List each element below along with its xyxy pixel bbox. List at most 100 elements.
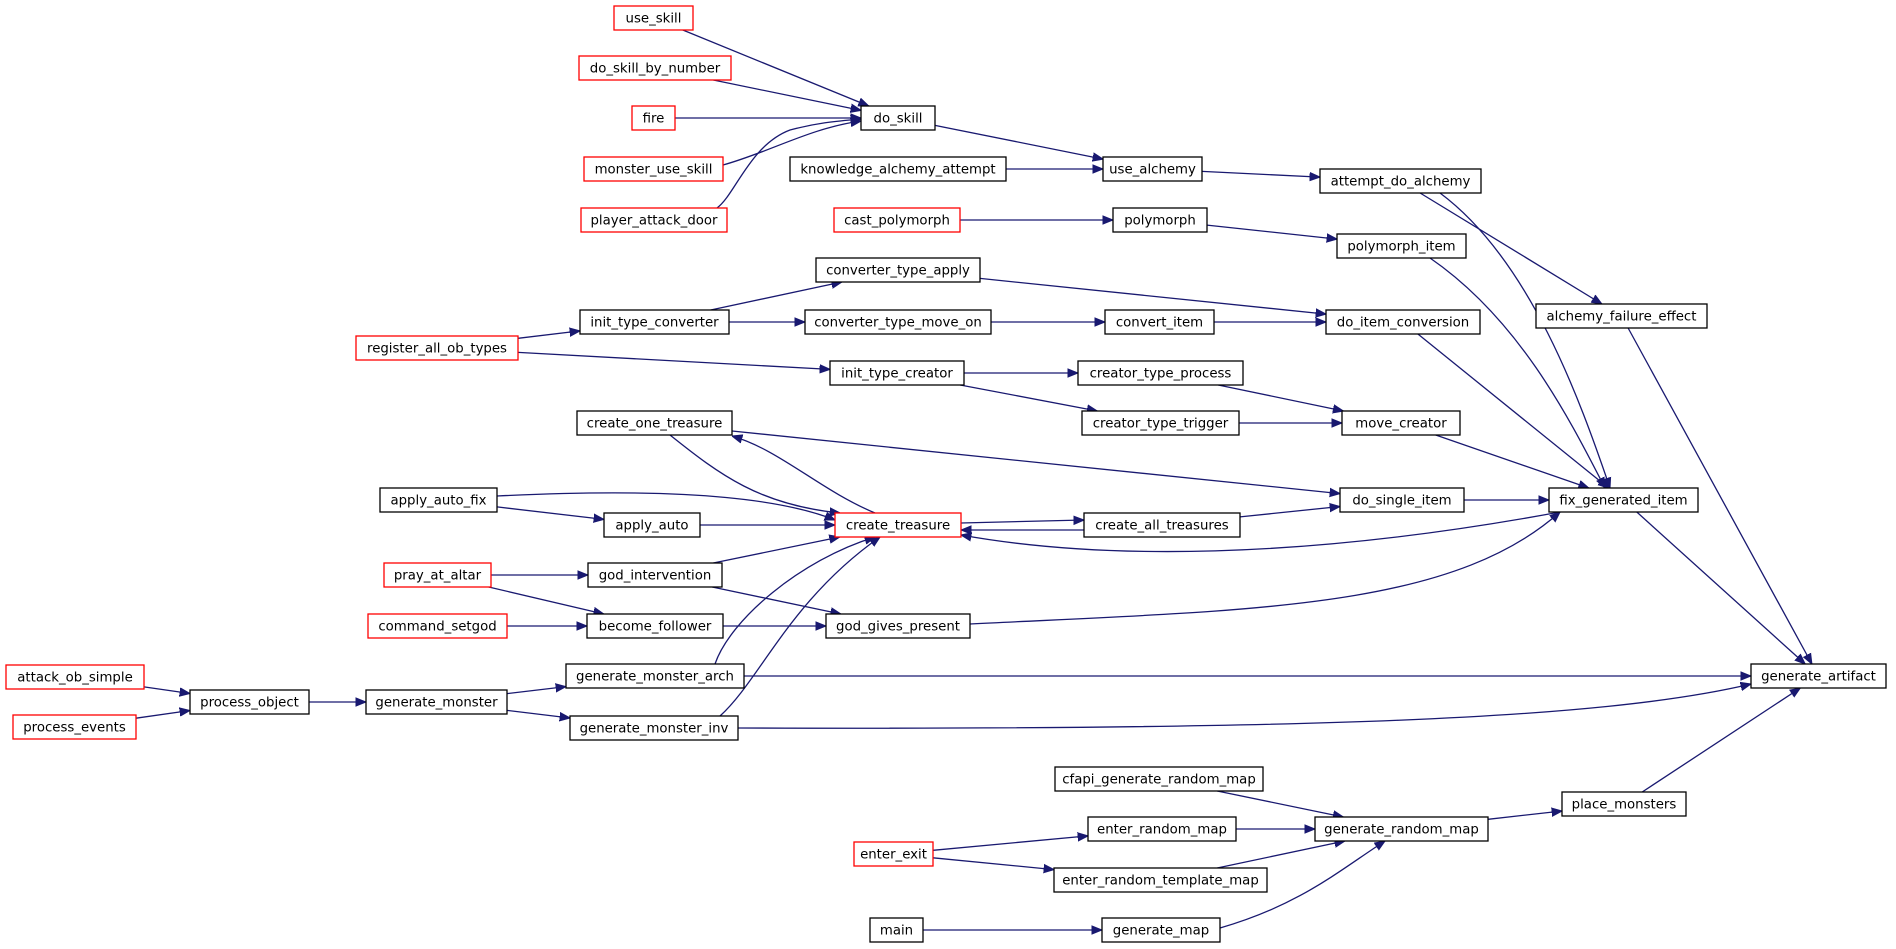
node-register_all_ob_types[interactable]: register_all_ob_types: [355, 335, 519, 361]
node-label: apply_auto_fix: [390, 494, 486, 509]
edge-generate_monster_inv-to-create_treasure: [719, 537, 880, 717]
node-do_skill_by_number[interactable]: do_skill_by_number: [578, 55, 732, 81]
node-create_one_treasure[interactable]: create_one_treasure: [576, 410, 733, 436]
node-label: generate_monster: [375, 696, 498, 711]
node-generate_monster_arch[interactable]: generate_monster_arch: [565, 663, 745, 689]
node-label: generate_artifact: [1761, 670, 1876, 685]
node-label: create_all_treasures: [1095, 519, 1228, 534]
node-polymorph[interactable]: polymorph: [1112, 207, 1208, 233]
node-label: generate_monster_arch: [576, 670, 734, 685]
edges-layer: [135, 29, 1812, 930]
edge-use_alchemy-to-attempt_do_alchemy: [1201, 170, 1320, 177]
node-apply_auto_fix[interactable]: apply_auto_fix: [379, 487, 498, 513]
node-generate_random_map[interactable]: generate_random_map: [1314, 816, 1489, 842]
node-move_creator[interactable]: move_creator: [1341, 410, 1461, 436]
node-label: command_setgod: [378, 620, 496, 635]
node-box: [1341, 410, 1461, 436]
node-create_treasure[interactable]: create_treasure: [834, 512, 962, 538]
edge-place_monsters-to-generate_artifact: [1641, 688, 1800, 793]
edge-generate_monster-to-generate_monster_arch: [506, 687, 566, 695]
node-apply_auto[interactable]: apply_auto: [603, 512, 701, 538]
node-use_skill[interactable]: use_skill: [613, 5, 694, 31]
node-label: register_all_ob_types: [367, 342, 507, 357]
node-player_attack_door[interactable]: player_attack_door: [580, 207, 728, 233]
edge-attack_ob_simple-to-process_object: [143, 686, 190, 694]
node-label: place_monsters: [1572, 798, 1677, 813]
node-init_type_converter[interactable]: init_type_converter: [579, 309, 730, 335]
node-converter_type_move_on[interactable]: converter_type_move_on: [804, 309, 992, 335]
node-box: [1319, 168, 1482, 194]
node-box: [1053, 867, 1268, 893]
node-fix_generated_item[interactable]: fix_generated_item: [1548, 487, 1699, 513]
node-label: enter_exit: [860, 848, 927, 863]
edge-player_attack_door-to-do_skill: [716, 119, 861, 209]
node-generate_monster_inv[interactable]: generate_monster_inv: [569, 715, 739, 741]
node-god_intervention[interactable]: god_intervention: [587, 562, 723, 588]
node-label: polymorph_item: [1347, 240, 1455, 255]
node-become_follower[interactable]: become_follower: [586, 613, 724, 639]
node-box: [1325, 309, 1481, 335]
node-label: apply_auto: [615, 519, 688, 534]
edge-apply_auto_fix-to-create_treasure: [496, 492, 835, 521]
node-use_alchemy[interactable]: use_alchemy: [1102, 156, 1203, 182]
edge-register_all_ob_types-to-init_type_converter: [517, 331, 580, 339]
node-box: [1548, 487, 1699, 513]
node-attempt_do_alchemy[interactable]: attempt_do_alchemy: [1319, 168, 1482, 194]
node-label: alchemy_failure_effect: [1547, 310, 1697, 325]
node-knowledge_alchemy_attempt[interactable]: knowledge_alchemy_attempt: [789, 156, 1007, 182]
node-pray_at_altar[interactable]: pray_at_altar: [383, 562, 492, 588]
edge-generate_monster_arch-to-create_treasure: [714, 537, 875, 665]
node-process_object[interactable]: process_object: [189, 689, 310, 715]
node-label: do_skill: [874, 112, 923, 127]
node-creator_type_trigger[interactable]: creator_type_trigger: [1081, 410, 1240, 436]
node-label: generate_monster_inv: [580, 722, 729, 737]
node-label: player_attack_door: [590, 214, 718, 229]
node-monster_use_skill[interactable]: monster_use_skill: [583, 156, 724, 182]
node-box: [603, 512, 701, 538]
edge-create_treasure-to-create_one_treasure: [732, 436, 876, 514]
node-box: [613, 5, 694, 31]
node-alchemy_failure_effect[interactable]: alchemy_failure_effect: [1535, 303, 1708, 329]
edge-enter_random_template_map-to-generate_random_map: [1217, 841, 1345, 869]
edge-move_creator-to-fix_generated_item: [1435, 434, 1589, 488]
node-do_skill[interactable]: do_skill: [860, 105, 936, 131]
node-box: [576, 410, 733, 436]
node-fire[interactable]: fire: [631, 105, 676, 131]
node-label: god_intervention: [599, 569, 712, 584]
node-box: [5, 664, 145, 690]
node-process_events[interactable]: process_events: [12, 714, 137, 740]
node-command_setgod[interactable]: command_setgod: [367, 613, 508, 639]
node-convert_item[interactable]: convert_item: [1104, 309, 1215, 335]
node-init_type_creator[interactable]: init_type_creator: [829, 360, 965, 386]
node-box: [1561, 791, 1687, 817]
edge-generate_map-to-generate_random_map: [1219, 841, 1385, 929]
node-place_monsters[interactable]: place_monsters: [1561, 791, 1687, 817]
node-box: [580, 207, 728, 233]
node-creator_type_process[interactable]: creator_type_process: [1077, 360, 1244, 386]
edge-monster_use_skill-to-do_skill: [722, 121, 861, 166]
node-label: cfapi_generate_random_map: [1062, 773, 1256, 788]
node-label: init_type_converter: [590, 316, 719, 331]
node-label: convert_item: [1116, 316, 1203, 331]
node-cfapi_generate_random_map[interactable]: cfapi_generate_random_map: [1054, 766, 1264, 792]
node-generate_artifact[interactable]: generate_artifact: [1750, 663, 1887, 689]
node-converter_type_apply[interactable]: converter_type_apply: [815, 257, 981, 283]
edge-init_type_creator-to-creator_type_trigger: [960, 384, 1097, 411]
node-do_single_item[interactable]: do_single_item: [1339, 487, 1465, 513]
node-generate_monster[interactable]: generate_monster: [365, 689, 508, 715]
edge-create_all_treasures-to-do_single_item: [1239, 507, 1340, 518]
node-box: [1112, 207, 1208, 233]
node-cast_polymorph[interactable]: cast_polymorph: [833, 207, 961, 233]
edge-create_treasure-to-create_all_treasures: [960, 520, 1084, 523]
node-main[interactable]: main: [869, 917, 924, 943]
node-box: [12, 714, 137, 740]
node-enter_random_map[interactable]: enter_random_map: [1087, 816, 1237, 842]
node-create_all_treasures[interactable]: create_all_treasures: [1083, 512, 1241, 538]
node-god_gives_present[interactable]: god_gives_present: [825, 613, 971, 639]
node-attack_ob_simple[interactable]: attack_ob_simple: [5, 664, 145, 690]
node-enter_random_template_map[interactable]: enter_random_template_map: [1053, 867, 1268, 893]
node-polymorph_item[interactable]: polymorph_item: [1336, 233, 1467, 259]
node-generate_map[interactable]: generate_map: [1101, 917, 1221, 943]
node-do_item_conversion[interactable]: do_item_conversion: [1325, 309, 1481, 335]
node-enter_exit[interactable]: enter_exit: [853, 841, 934, 867]
